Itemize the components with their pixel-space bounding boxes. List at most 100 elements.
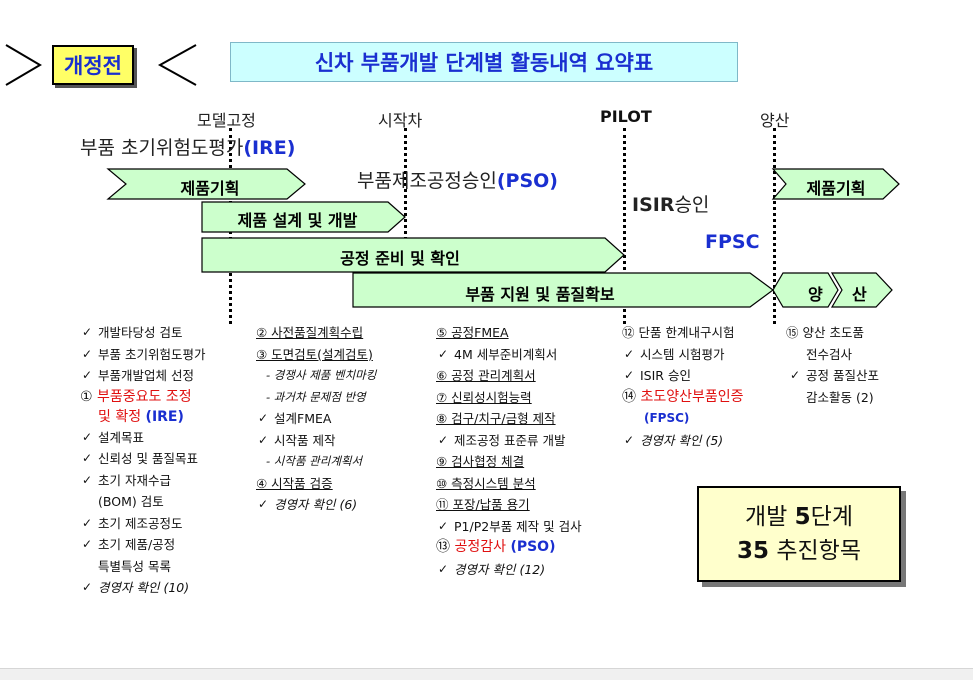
pso-label-text: 부품제조공정승인 — [357, 170, 497, 192]
bar-product-planning-2-label: 제품기획 — [806, 179, 866, 198]
key-item-text-cont: 및 확정 — [98, 408, 142, 425]
list-item-cont: 전수검사 — [806, 346, 853, 362]
list-item-key: ① 부품중요도 조정 — [80, 387, 205, 407]
list-item: 부품 초기위험도평가 — [82, 344, 206, 366]
bar-parts-support-label: 부품 지원 및 품질확보 — [465, 285, 615, 304]
activity-column-3: ⑤ 공정FMEA 4M 세부준비계획서 ⑥ 공정 관리계획서 ⑦ 신뢰성시험능력… — [436, 322, 582, 580]
list-item: ⑫ 단품 한계내구시험 — [622, 325, 735, 340]
item-number: ⑭ — [622, 388, 636, 405]
right-chevron-icon — [5, 44, 42, 86]
header-chevrons — [5, 44, 197, 86]
revision-badge: 개정전 — [52, 45, 134, 85]
bar-product-planning-label: 제품기획 — [180, 179, 240, 198]
key-item-code: (IRE) — [145, 408, 184, 425]
list-item-key: ⑬ 공정감사 (PSO) — [436, 537, 582, 559]
summary-text: 개발 — [745, 504, 795, 530]
key-item-code: (PSO) — [510, 539, 556, 555]
list-item: 초기 제품/공정 — [82, 534, 205, 556]
list-item: 공정 품질산포 — [790, 365, 879, 387]
isir-label: ISIR승인 — [632, 190, 709, 217]
list-item: ⑩ 측정시스템 분석 — [436, 475, 536, 491]
isir-label-code: ISIR — [632, 194, 675, 216]
list-item: 개발타당성 검토 — [82, 322, 205, 344]
page-title: 신차 부품개발 단계별 활동내역 요약표 — [230, 42, 738, 82]
ire-label-code: (IRE) — [243, 137, 296, 159]
list-sub-item: - 경쟁사 제품 벤치마킹 — [266, 368, 377, 382]
key-item-text: 초도양산부품인증 — [640, 388, 744, 405]
bar-design-development-label: 제품 설계 및 개발 — [237, 211, 358, 230]
summary-line-2: 35 추진항목 — [737, 534, 861, 568]
list-item: ISIR 승인 — [624, 365, 744, 387]
list-item-cont: 특별특성 목록 — [98, 558, 171, 574]
bar-product-planning-2 — [771, 168, 900, 200]
list-item: ③ 도면검토(설계검토) — [256, 346, 373, 362]
list-item: ⑥ 공정 관리계획서 — [436, 368, 536, 383]
list-item: 부품개발업체 선정 — [82, 365, 205, 387]
list-item: 신뢰성 및 품질목표 — [82, 448, 205, 470]
gate-line-pilot — [623, 128, 626, 324]
left-chevron-icon — [157, 44, 197, 86]
list-item: 설계목표 — [82, 427, 205, 449]
bar-mass-production-1-label: 양 — [808, 285, 823, 304]
ire-label-text: 부품 초기위험도평가 — [80, 137, 244, 159]
list-sub-item: - 과거차 문제점 반영 — [266, 389, 366, 404]
list-item: ② 사전품질계획수립 — [256, 325, 364, 340]
key-item-text: 공정감사 — [454, 539, 506, 555]
footer-strip — [0, 668, 973, 680]
summary-item-count: 35 — [737, 538, 770, 564]
list-item-key-cont: 및 확정 (IRE) — [98, 407, 205, 427]
activity-column-5: ⑮ 양산 초도품 전수검사 공정 품질산포 감소활동 (2) — [786, 322, 879, 408]
list-item: ⑮ 양산 초도품 — [786, 325, 864, 340]
summary-stage-count: 5 — [794, 504, 811, 530]
list-item: ⑨ 검사협정 체결 — [436, 454, 525, 469]
list-item-cont: 감소활동 (2) — [806, 389, 874, 405]
list-sub-item: - 시작품 관리계획서 — [266, 454, 363, 468]
summary-text: 추진항목 — [769, 538, 861, 564]
list-item: 시스템 시험평가 — [624, 344, 744, 366]
bar-mass-production-1 — [772, 272, 839, 308]
list-item: 초기 자재수급 — [82, 470, 205, 492]
bar-product-planning — [106, 168, 306, 200]
pso-label-code: (PSO) — [496, 170, 558, 192]
pso-label: 부품제조공정승인(PSO) — [357, 166, 558, 193]
bar-parts-support — [352, 272, 775, 308]
summary-line-1: 개발 5단계 — [745, 500, 853, 534]
list-item: 제조공정 표준류 개발 — [438, 430, 582, 452]
list-item: 경영자 확인 (10) — [82, 577, 205, 599]
milestone-pilot: PILOT — [600, 107, 652, 126]
bar-mass-production-2 — [830, 272, 893, 308]
summary-box: 개발 5단계 35 추진항목 — [697, 486, 901, 582]
gate-line-mass-production — [773, 128, 776, 324]
list-item: ⑦ 신뢰성시험능력 — [436, 389, 532, 405]
bar-process-preparation-label: 공정 준비 및 확인 — [340, 249, 460, 268]
item-number: ① — [80, 388, 93, 405]
isir-label-text: 승인 — [674, 194, 710, 216]
list-item: 경영자 확인 (6) — [258, 494, 376, 516]
item-number: ⑬ — [436, 539, 450, 555]
milestone-model-freeze: 모델고정 — [197, 111, 256, 130]
list-item: ④ 시작품 검증 — [256, 475, 333, 491]
activity-column-2: ② 사전품질계획수립 ③ 도면검토(설계검토) - 경쟁사 제품 벤치마킹 - … — [256, 322, 376, 516]
activity-column-4: ⑫ 단품 한계내구시험 시스템 시험평가 ISIR 승인 ⑭ 초도양산부품인증 … — [622, 322, 744, 451]
gate-line-prototype — [404, 128, 407, 246]
milestone-prototype: 시작차 — [378, 111, 423, 130]
list-item: 경영자 확인 (12) — [438, 559, 582, 581]
phase-arrows — [106, 168, 900, 308]
list-item: ⑪ 포장/납품 용기 — [436, 497, 530, 512]
milestone-mass-production: 양산 — [760, 111, 790, 130]
list-item: ⑧ 검구/치구/금형 제작 — [436, 411, 556, 426]
fpsc-label: FPSC — [705, 231, 760, 253]
ire-label: 부품 초기위험도평가(IRE) — [80, 133, 295, 160]
bar-process-preparation — [201, 237, 625, 273]
list-item: 시작품 제작 — [258, 430, 376, 452]
summary-text: 단계 — [810, 504, 853, 530]
key-item-code: (FPSC) — [644, 411, 690, 425]
list-item: 설계FMEA — [258, 408, 376, 430]
key-item-text: 부품중요도 조정 — [97, 388, 192, 405]
list-item: 4M 세부준비계획서 — [438, 344, 582, 366]
activity-column-1: 개발타당성 검토 부품 초기위험도평가 부품개발업체 선정 ① 부품중요도 조정… — [80, 322, 206, 599]
list-item-cont: (BOM) 검토 — [98, 494, 164, 509]
list-item: 초기 제조공정도 — [82, 513, 205, 535]
bar-mass-production-2-label: 산 — [852, 285, 867, 304]
list-item-key: ⑭ 초도양산부품인증 — [622, 387, 744, 409]
